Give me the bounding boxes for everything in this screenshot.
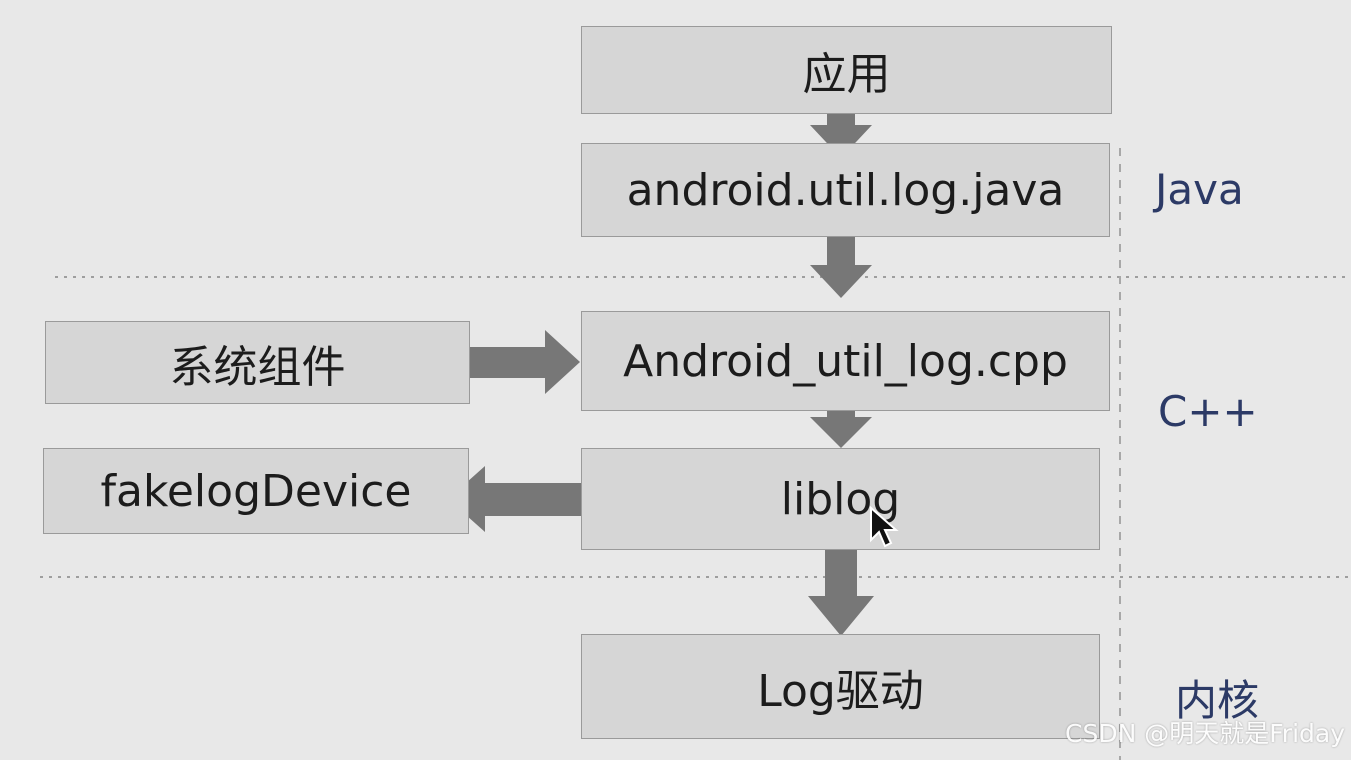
box-log-driver: Log驱动 <box>581 634 1100 739</box>
arrow-right-system-to-cpp <box>448 330 580 394</box>
box-app: 应用 <box>581 26 1112 114</box>
arrow-down-java-to-cpp <box>810 234 872 298</box>
box-cpp-log-label: Android_util_log.cpp <box>623 335 1068 387</box>
arrow-down-liblog-to-driver <box>808 549 874 636</box>
layer-label-cpp: C++ <box>1158 387 1258 436</box>
box-log-driver-label: Log驱动 <box>757 665 924 717</box>
box-fakelog-device-label: fakelogDevice <box>100 465 412 517</box>
arrow-down-app-to-java <box>810 101 872 158</box>
arrow-down-cpp-to-liblog <box>810 385 872 448</box>
arrow-left-liblog-to-fakelog <box>448 466 583 532</box>
box-system-components: 系统组件 <box>45 321 470 404</box>
box-java-log-label: android.util.log.java <box>626 164 1065 216</box>
box-app-label: 应用 <box>802 49 891 100</box>
box-cpp-log: Android_util_log.cpp <box>581 311 1110 411</box>
layer-label-kernel: 内核 <box>1175 676 1260 725</box>
box-system-components-label: 系统组件 <box>169 341 346 393</box>
box-java-log: android.util.log.java <box>581 143 1110 237</box>
mouse-cursor-icon <box>870 506 899 548</box>
box-liblog: liblog <box>581 448 1100 550</box>
layer-label-java: Java <box>1155 165 1244 214</box>
box-fakelog-device: fakelogDevice <box>43 448 469 534</box>
watermark: CSDN @明天就是Friday <box>1065 719 1345 748</box>
